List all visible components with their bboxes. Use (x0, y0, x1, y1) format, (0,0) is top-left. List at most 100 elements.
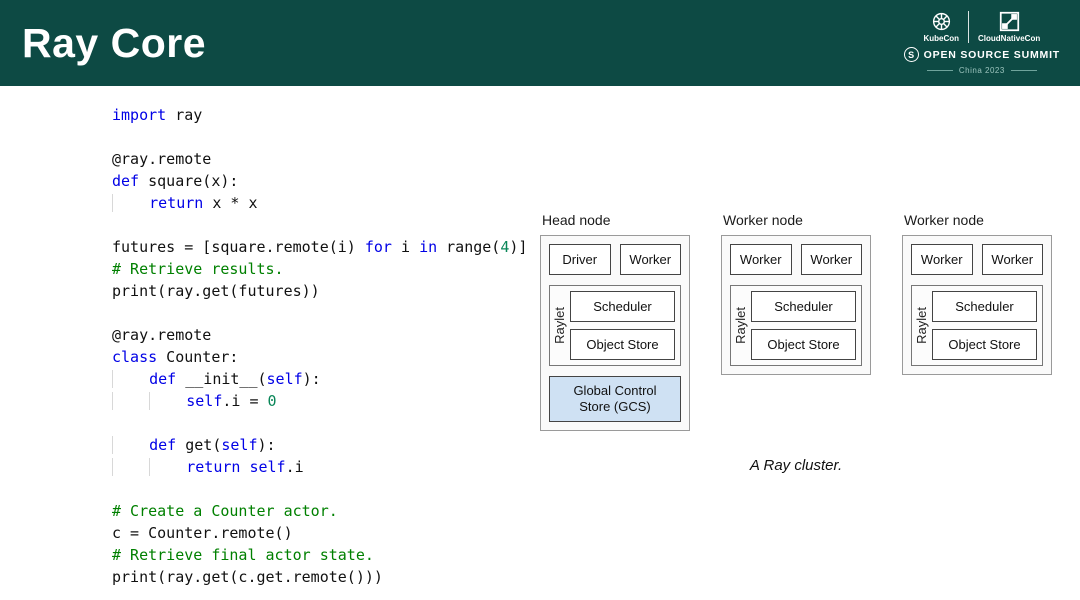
indent-guide (112, 392, 149, 410)
event-logos: KubeCon CloudNativeCon S OPEN SOURCE SUM… (904, 11, 1066, 75)
cluster-nodes: Head nodeDriverWorkerRayletSchedulerObje… (540, 212, 1072, 431)
code-line: return x * x (112, 192, 527, 214)
code-token: return (186, 458, 240, 476)
process-row: Worker Worker (911, 244, 1043, 275)
code-token: print(ray.get(c.get.remote())) (112, 568, 383, 586)
node-box: DriverWorkerRayletSchedulerObject StoreG… (540, 235, 690, 431)
component-box: Scheduler (932, 291, 1037, 322)
cluster-node: Worker nodeWorker WorkerRayletSchedulerOb… (902, 212, 1052, 375)
process-box: Worker (730, 244, 792, 275)
gcs-line: Store (GCS) (552, 399, 678, 415)
component-box: Scheduler (570, 291, 675, 322)
code-token: def (149, 370, 176, 388)
code-token: self (249, 458, 285, 476)
code-token: return (149, 194, 203, 212)
event-location: China 2023 (927, 66, 1037, 75)
code-line: # Create a Counter actor. (112, 500, 527, 522)
raylet-components: SchedulerObject Store (932, 291, 1037, 360)
cluster-node: Head nodeDriverWorkerRayletSchedulerObje… (540, 212, 690, 431)
code-token: ): (258, 436, 276, 454)
indent-guide (112, 194, 149, 212)
code-line (112, 302, 527, 324)
code-token: i (392, 238, 419, 256)
code-token: @ray.remote (112, 326, 211, 344)
code-line: print(ray.get(futures)) (112, 280, 527, 302)
code-line: print(ray.get(c.get.remote())) (112, 566, 527, 588)
code-token: .i = (222, 392, 267, 410)
code-token: c = Counter.remote() (112, 524, 293, 542)
raylet-label: Raylet (733, 307, 751, 344)
cluster-node: Worker nodeWorkerWorkerRayletSchedulerOb… (721, 212, 871, 375)
process-box: Driver (549, 244, 611, 275)
node-box: WorkerWorkerRayletSchedulerObject Store (721, 235, 871, 375)
raylet-group: RayletSchedulerObject Store (730, 285, 862, 366)
node-box: Worker WorkerRayletSchedulerObject Store (902, 235, 1052, 375)
code-line: class Counter: (112, 346, 527, 368)
process-row: WorkerWorker (730, 244, 862, 275)
code-line: def __init__(self): (112, 368, 527, 390)
code-token: def (112, 172, 139, 190)
gcs-box: Global ControlStore (GCS) (549, 376, 681, 422)
gcs-line: Global Control (552, 383, 678, 399)
indent-guide (112, 436, 149, 454)
code-line (112, 412, 527, 434)
code-line: @ray.remote (112, 324, 527, 346)
code-token: x * x (203, 194, 257, 212)
slide-title: Ray Core (22, 20, 206, 67)
indent-guide (149, 392, 186, 410)
code-token: for (365, 238, 392, 256)
code-line (112, 126, 527, 148)
code-token: get( (176, 436, 221, 454)
component-box: Object Store (570, 329, 675, 360)
code-line: self.i = 0 (112, 390, 527, 412)
code-line: c = Counter.remote() (112, 522, 527, 544)
code-token: self (186, 392, 222, 410)
component-box: Object Store (751, 329, 856, 360)
code-token: Counter: (157, 348, 238, 366)
kubecon-logo: KubeCon (923, 11, 959, 43)
process-row: Driver Worker (549, 244, 681, 275)
kubecon-label: KubeCon (923, 34, 959, 43)
code-token: range( (437, 238, 500, 256)
raylet-group: RayletSchedulerObject Store (911, 285, 1043, 366)
node-title: Head node (542, 212, 690, 228)
code-block: import ray@ray.remotedef square(x): retu… (112, 104, 527, 588)
code-token: __init__( (176, 370, 266, 388)
indent-guide (112, 458, 149, 476)
slide-header: Ray Core (0, 0, 1080, 86)
conference-logos-row: KubeCon CloudNativeCon (923, 11, 1040, 43)
cloudnativecon-cube-icon (999, 11, 1020, 32)
node-title: Worker node (723, 212, 871, 228)
code-token: square(x): (139, 172, 238, 190)
cluster-diagram: Head nodeDriverWorkerRayletSchedulerObje… (540, 212, 1072, 474)
location-rule-right (1011, 70, 1037, 71)
component-box: Scheduler (751, 291, 856, 322)
code-token: )] (509, 238, 527, 256)
code-token: in (419, 238, 437, 256)
code-token: # Retrieve results. (112, 260, 284, 278)
process-box: Worker (911, 244, 973, 275)
raylet-components: SchedulerObject Store (570, 291, 675, 360)
cloudnativecon-logo: CloudNativeCon (978, 11, 1040, 43)
code-line: @ray.remote (112, 148, 527, 170)
node-title: Worker node (904, 212, 1052, 228)
code-token: 0 (268, 392, 277, 410)
code-line (112, 478, 527, 500)
diagram-caption: A Ray cluster. (721, 457, 871, 474)
raylet-group: RayletSchedulerObject Store (549, 285, 681, 366)
process-box: Worker (982, 244, 1044, 275)
process-box: Worker (620, 244, 682, 275)
code-line (112, 214, 527, 236)
code-token: # Create a Counter actor. (112, 502, 338, 520)
summit-label: OPEN SOURCE SUMMIT (924, 49, 1060, 61)
code-token: import (112, 106, 166, 124)
code-token: self (267, 370, 303, 388)
kubecon-wheel-icon (931, 11, 952, 32)
code-token: self (221, 436, 257, 454)
raylet-label: Raylet (914, 307, 932, 344)
code-token: futures = [square.remote(i) (112, 238, 365, 256)
code-line: return self.i (112, 456, 527, 478)
code-line: import ray (112, 104, 527, 126)
code-token: ray (166, 106, 202, 124)
code-line: def square(x): (112, 170, 527, 192)
